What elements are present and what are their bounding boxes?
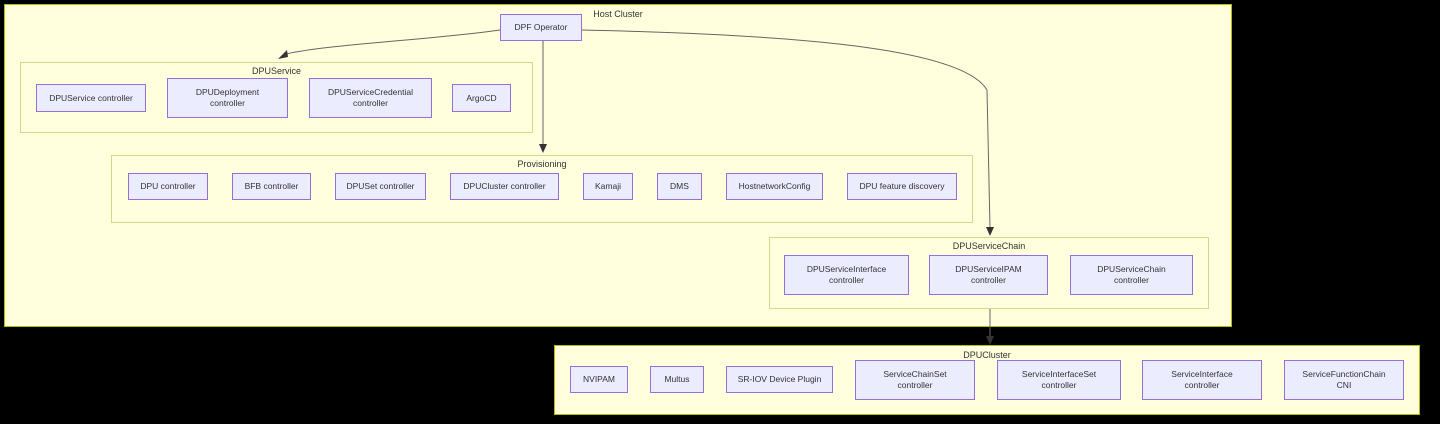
node-bfb-controller[interactable]: BFB controller bbox=[232, 173, 311, 200]
dpuservicechain-label: DPUServiceChain bbox=[952, 241, 1026, 251]
node-serviceinterface-controller[interactable]: ServiceInterface controller bbox=[1142, 360, 1262, 400]
node-dpudeployment-controller[interactable]: DPUDeployment controller bbox=[167, 78, 288, 118]
dpu-cluster-container: DPUCluster bbox=[554, 345, 1420, 415]
node-dpuset-controller[interactable]: DPUSet controller bbox=[335, 173, 426, 200]
node-argocd[interactable]: ArgoCD bbox=[452, 84, 511, 112]
node-dpuservicecredential-controller[interactable]: DPUServiceCredential controller bbox=[309, 78, 432, 118]
node-dpucluster-controller[interactable]: DPUCluster controller bbox=[450, 173, 559, 200]
node-hostnetworkconfig[interactable]: HostnetworkConfig bbox=[726, 173, 823, 200]
node-sriov-device-plugin[interactable]: SR-IOV Device Plugin bbox=[726, 366, 833, 393]
node-multus[interactable]: Multus bbox=[650, 366, 704, 393]
host-cluster-label: Host Cluster bbox=[593, 9, 643, 19]
node-dpuservicechain-controller[interactable]: DPUServiceChain controller bbox=[1070, 255, 1193, 295]
node-dpuserviceipam-controller[interactable]: DPUServiceIPAM controller bbox=[929, 255, 1048, 295]
node-nvipam[interactable]: NVIPAM bbox=[570, 366, 628, 393]
node-serviceinterfaceset-controller[interactable]: ServiceInterfaceSet controller bbox=[997, 360, 1121, 400]
node-dms[interactable]: DMS bbox=[657, 173, 702, 200]
node-dpuservice-controller[interactable]: DPUService controller bbox=[36, 84, 146, 112]
node-dpu-feature-discovery[interactable]: DPU feature discovery bbox=[847, 173, 957, 200]
provisioning-label: Provisioning bbox=[517, 159, 567, 169]
dpuservice-label: DPUService bbox=[251, 66, 301, 76]
node-servicefunctionchain-cni[interactable]: ServiceFunctionChain CNI bbox=[1284, 360, 1404, 400]
node-servicechainset-controller[interactable]: ServiceChainSet controller bbox=[855, 360, 975, 400]
node-kamaji[interactable]: Kamaji bbox=[583, 173, 633, 200]
node-dpf-operator[interactable]: DPF Operator bbox=[500, 14, 582, 41]
edge-dpuservicechain-to-dpucluster-arrowhead bbox=[986, 336, 994, 345]
node-dpuserviceinterface-controller[interactable]: DPUServiceInterface controller bbox=[784, 255, 909, 295]
node-dpu-controller[interactable]: DPU controller bbox=[128, 173, 208, 200]
